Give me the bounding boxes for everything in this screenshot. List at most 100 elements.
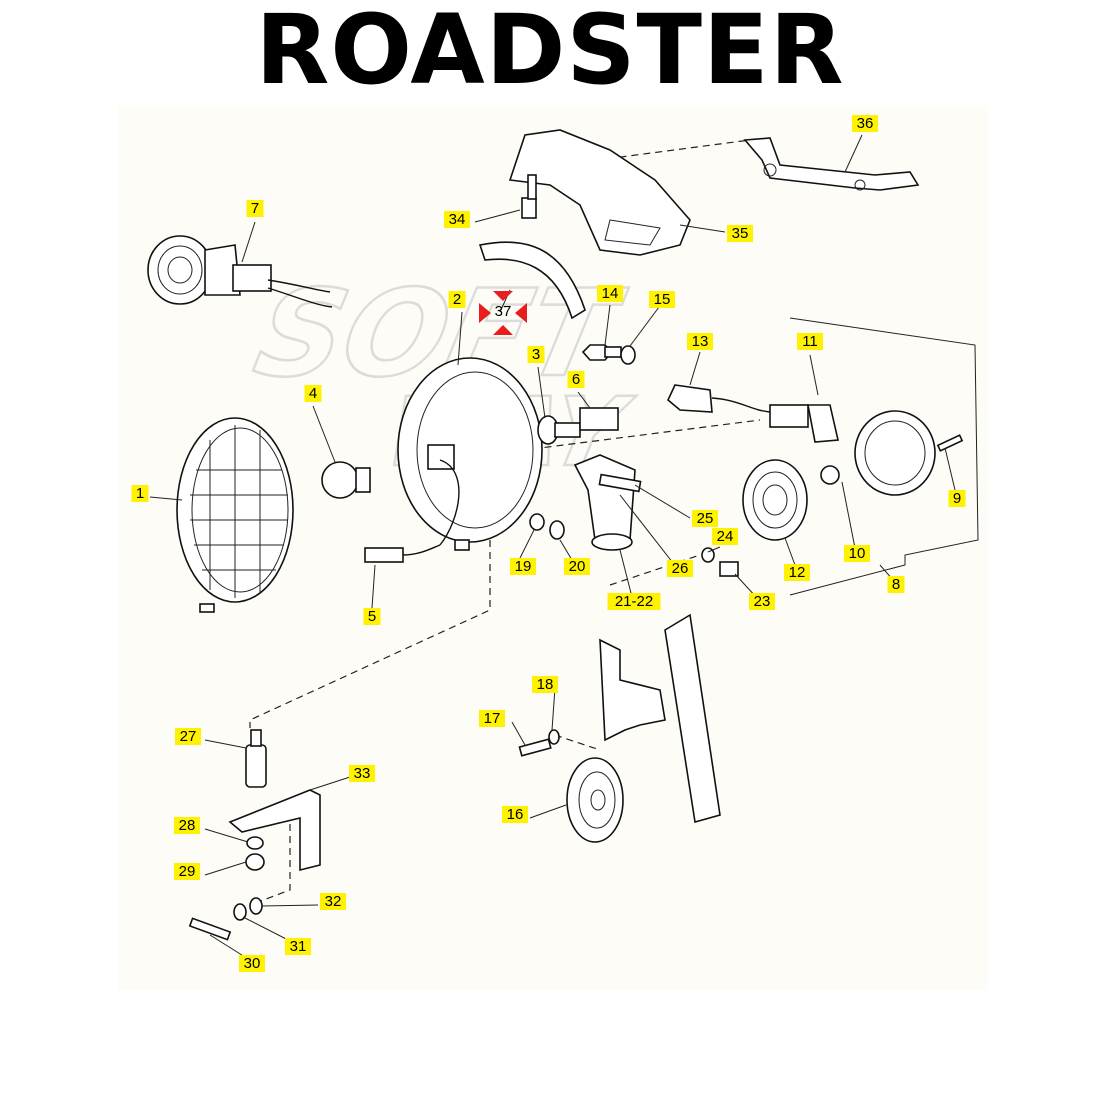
callout-number: 13 xyxy=(692,333,709,350)
callout-8[interactable]: 8 xyxy=(887,576,905,593)
callout-number: 20 xyxy=(569,558,586,575)
callout-34[interactable]: 34 xyxy=(444,211,470,228)
callout-6[interactable]: 6 xyxy=(567,371,585,388)
callout-25[interactable]: 25 xyxy=(692,510,718,527)
callout-highlight xyxy=(448,291,466,308)
callout-highlight xyxy=(502,806,528,823)
callout-highlight xyxy=(597,285,623,302)
callout-9[interactable]: 9 xyxy=(948,490,966,507)
callout-24[interactable]: 24 xyxy=(712,528,738,545)
callout-number: 18 xyxy=(537,676,554,693)
callout-11[interactable]: 11 xyxy=(797,333,823,350)
callout-5[interactable]: 5 xyxy=(363,608,381,625)
callout-33[interactable]: 33 xyxy=(349,765,375,782)
callout-highlight xyxy=(131,485,149,502)
nut-part-29 xyxy=(245,853,265,871)
callout-13[interactable]: 13 xyxy=(687,333,713,350)
frame-bracket xyxy=(599,613,721,824)
callout-highlight xyxy=(239,955,265,972)
bolt-part-17 xyxy=(518,738,552,757)
callout-18[interactable]: 18 xyxy=(532,676,558,693)
callout-7[interactable]: 7 xyxy=(246,200,264,217)
callout-number: 36 xyxy=(857,115,874,132)
callout-number: 35 xyxy=(732,225,749,242)
callout-highlight xyxy=(797,333,823,350)
callout-highlight xyxy=(607,593,661,610)
callout-number: 26 xyxy=(672,560,689,577)
callout-32[interactable]: 32 xyxy=(320,893,346,910)
callout-number: 16 xyxy=(507,806,524,823)
callout-highlight xyxy=(527,346,545,363)
callout-number: 34 xyxy=(449,211,466,228)
callout-19[interactable]: 19 xyxy=(510,558,536,575)
callout-number: 10 xyxy=(849,545,866,562)
callout-26[interactable]: 26 xyxy=(667,560,693,577)
callout-highlight xyxy=(246,200,264,217)
callout-highlight xyxy=(174,863,200,880)
callout-17[interactable]: 17 xyxy=(479,710,505,727)
callout-10[interactable]: 10 xyxy=(844,545,870,562)
callout-number: 14 xyxy=(602,285,619,302)
washer-part-24 xyxy=(701,547,715,563)
connector-part-6 xyxy=(579,407,619,431)
callout-highlight xyxy=(363,608,381,625)
callout-number: 7 xyxy=(251,200,259,217)
bolt-part-14 xyxy=(581,344,622,361)
callout-number: 31 xyxy=(290,938,307,955)
callout-highlight xyxy=(479,710,505,727)
bolt-part-23 xyxy=(719,561,739,577)
callout-36[interactable]: 36 xyxy=(852,115,878,132)
callout-number: 1 xyxy=(136,485,144,502)
callout-14[interactable]: 14 xyxy=(597,285,623,302)
callout-highlight xyxy=(174,817,200,834)
callout-2[interactable]: 2 xyxy=(448,291,466,308)
bulb-part-4 xyxy=(321,461,371,499)
callout-highlight xyxy=(844,545,870,562)
callout-number: 5 xyxy=(368,608,376,625)
nut-part-20 xyxy=(549,520,565,540)
washer-part-31 xyxy=(233,903,247,921)
callout-37[interactable]: 37 xyxy=(495,303,512,320)
indicator-housing-part-8 xyxy=(854,410,936,496)
page-title: ROADSTER xyxy=(255,0,845,106)
callout-highlight xyxy=(444,211,470,228)
callout-3[interactable]: 3 xyxy=(527,346,545,363)
callout-29[interactable]: 29 xyxy=(174,863,200,880)
spacer-part-27 xyxy=(245,729,267,788)
small-bulb-part-10 xyxy=(820,465,840,485)
washer-part-19 xyxy=(529,513,545,531)
callout-30[interactable]: 30 xyxy=(239,955,265,972)
callout-highlight xyxy=(784,564,810,581)
callout-16[interactable]: 16 xyxy=(502,806,528,823)
callout-15[interactable]: 15 xyxy=(649,291,675,308)
callout-4[interactable]: 4 xyxy=(304,385,322,402)
horn-part-16 xyxy=(566,757,624,843)
callout-28[interactable]: 28 xyxy=(174,817,200,834)
assembly-dashed-lines xyxy=(249,139,761,906)
callout-23[interactable]: 23 xyxy=(749,593,775,610)
callout-highlight xyxy=(564,558,590,575)
callout-35[interactable]: 35 xyxy=(727,225,753,242)
callout-highlight xyxy=(304,385,322,402)
connector-part-5 xyxy=(364,544,441,563)
callout-20[interactable]: 20 xyxy=(564,558,590,575)
callout-number: 33 xyxy=(354,765,371,782)
callout-21[interactable]: 21-22 xyxy=(607,593,661,610)
callout-12[interactable]: 12 xyxy=(784,564,810,581)
callout-number: 17 xyxy=(484,710,501,727)
callout-1[interactable]: 1 xyxy=(131,485,149,502)
hotspot-marker-37[interactable] xyxy=(479,291,527,335)
callout-highlight xyxy=(727,225,753,242)
callout-number: 6 xyxy=(572,371,580,388)
callout-number: 28 xyxy=(179,817,196,834)
callout-number: 11 xyxy=(802,333,818,350)
callout-highlight xyxy=(349,765,375,782)
callout-27[interactable]: 27 xyxy=(175,728,201,745)
assembly-bracket-8 xyxy=(789,317,979,596)
washer-part-15 xyxy=(620,345,636,365)
callout-number: 15 xyxy=(654,291,671,308)
callout-number: 8 xyxy=(892,576,900,593)
indicator-lens-part-12 xyxy=(742,459,808,541)
callout-31[interactable]: 31 xyxy=(285,938,311,955)
